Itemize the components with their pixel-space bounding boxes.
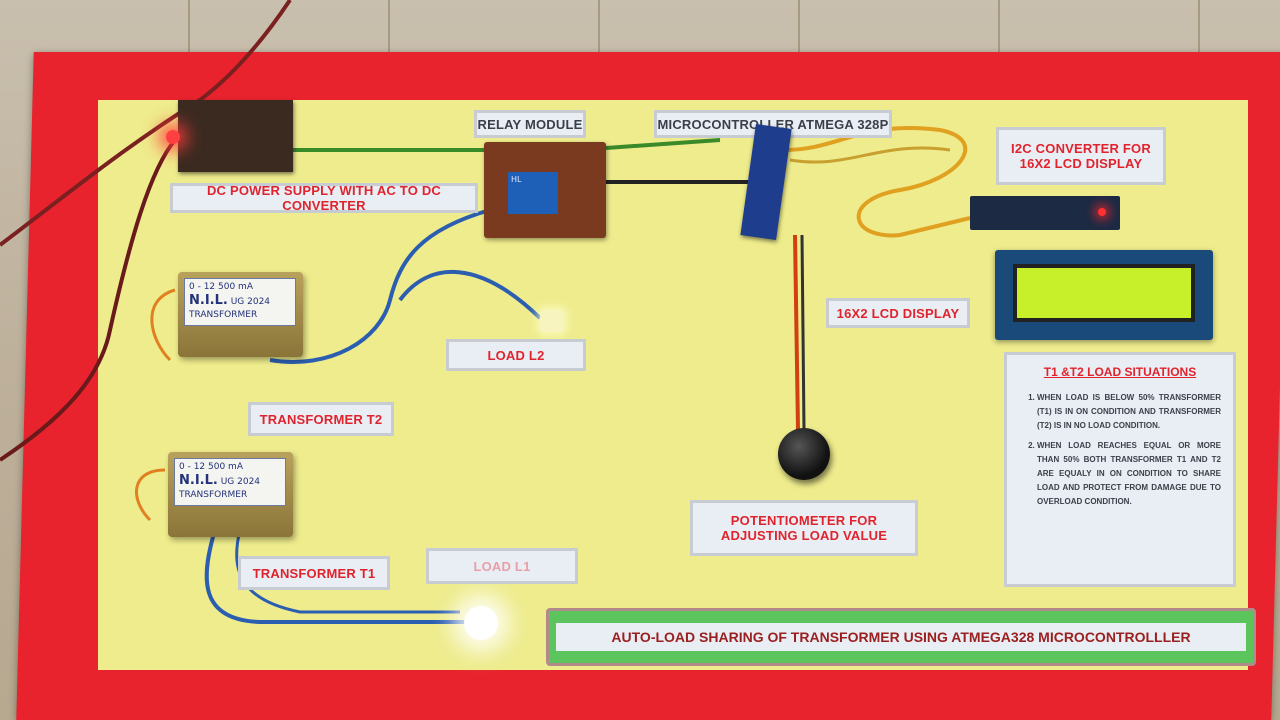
i2c-led: [1098, 208, 1106, 216]
label-potentiometer: POTENTIOMETER FOR ADJUSTING LOAD VALUE: [690, 500, 918, 556]
load-situations-panel: T1 &T2 LOAD SITUATIONS WHEN LOAD IS BELO…: [1004, 352, 1236, 587]
label-transformer-t2: TRANSFORMER T2: [248, 402, 394, 436]
transformer-code: UG 2024: [230, 297, 271, 307]
blue-wire-l1: [204, 529, 470, 624]
floor-plank: [1000, 0, 1200, 80]
transformer-t2: 0 - 12 500 mA N.I.L. UG 2024 TRANSFORMER: [178, 272, 303, 357]
label-load-l1: LOAD L1: [426, 548, 578, 584]
mains-cable: [0, 138, 177, 462]
load-situation-item: WHEN LOAD IS BELOW 50% TRANSFORMER (T1) …: [1037, 391, 1221, 433]
load-l1-led: [464, 606, 498, 640]
label-lcd-display: 16X2 LCD DISPLAY: [826, 298, 970, 328]
transformer-brand: N.I.L.: [179, 473, 218, 488]
load-situation-item: WHEN LOAD REACHES EQUAL OR MORE THAN 50%…: [1037, 439, 1221, 509]
transformer-rating: 0 - 12 500 mA: [189, 282, 253, 292]
label-dc-power-supply: DC POWER SUPPLY WITH AC TO DC CONVERTER: [170, 183, 478, 213]
relay-cube: HL: [508, 172, 558, 214]
label-transformer-t1: TRANSFORMER T1: [238, 556, 390, 590]
load-situations-heading: T1 &T2 LOAD SITUATIONS: [1043, 365, 1197, 379]
transformer-t1-tag: 0 - 12 500 mA N.I.L. UG 2024 TRANSFORMER: [174, 458, 286, 506]
transformer-rating: 0 - 12 500 mA: [179, 462, 243, 472]
orange-wire-t2: [150, 288, 176, 362]
load-situations-list: WHEN LOAD IS BELOW 50% TRANSFORMER (T1) …: [1019, 391, 1221, 509]
blue-wire-t2: [269, 208, 491, 364]
project-title-banner: AUTO-LOAD SHARING OF TRANSFORMER USING A…: [546, 608, 1256, 666]
green-wire-mcu: [605, 138, 721, 150]
i2c-yellow-wire: [789, 146, 951, 164]
project-title: AUTO-LOAD SHARING OF TRANSFORMER USING A…: [556, 623, 1246, 651]
label-relay-module: RELAY MODULE: [474, 110, 586, 138]
transformer-code: UG 2024: [220, 477, 261, 487]
transformer-t1: 0 - 12 500 mA N.I.L. UG 2024 TRANSFORMER: [168, 452, 293, 537]
load-l2-led: [540, 310, 564, 332]
floor-plank: [190, 0, 390, 80]
i2c-orange-wire: [783, 125, 971, 238]
floor-plank: [390, 0, 600, 80]
potentiometer-knob[interactable]: [778, 428, 830, 480]
orange-wire-t1: [135, 468, 166, 522]
label-i2c-converter: I2C CONVERTER FOR 16X2 LCD DISPLAY: [996, 127, 1166, 185]
pot-black-wire: [800, 234, 806, 431]
label-load-l2: LOAD L2: [446, 339, 586, 371]
floor-plank: [600, 0, 800, 80]
floor-plank: [800, 0, 1000, 80]
relay-module: HL: [484, 142, 606, 238]
i2c-converter-board: [970, 196, 1120, 230]
floor-plank: [0, 0, 190, 80]
pot-red-wire: [793, 234, 800, 431]
transformer-type: TRANSFORMER: [179, 490, 248, 500]
transformer-t2-tag: 0 - 12 500 mA N.I.L. UG 2024 TRANSFORMER: [184, 278, 296, 326]
power-indicator-led: [166, 130, 180, 144]
transformer-brand: N.I.L.: [189, 293, 228, 308]
lcd-16x2-display: [995, 250, 1213, 340]
transformer-type: TRANSFORMER: [189, 310, 258, 320]
blue-wire-l2: [398, 270, 542, 320]
dc-power-supply: [166, 100, 293, 172]
lcd-screen: [1013, 264, 1195, 322]
